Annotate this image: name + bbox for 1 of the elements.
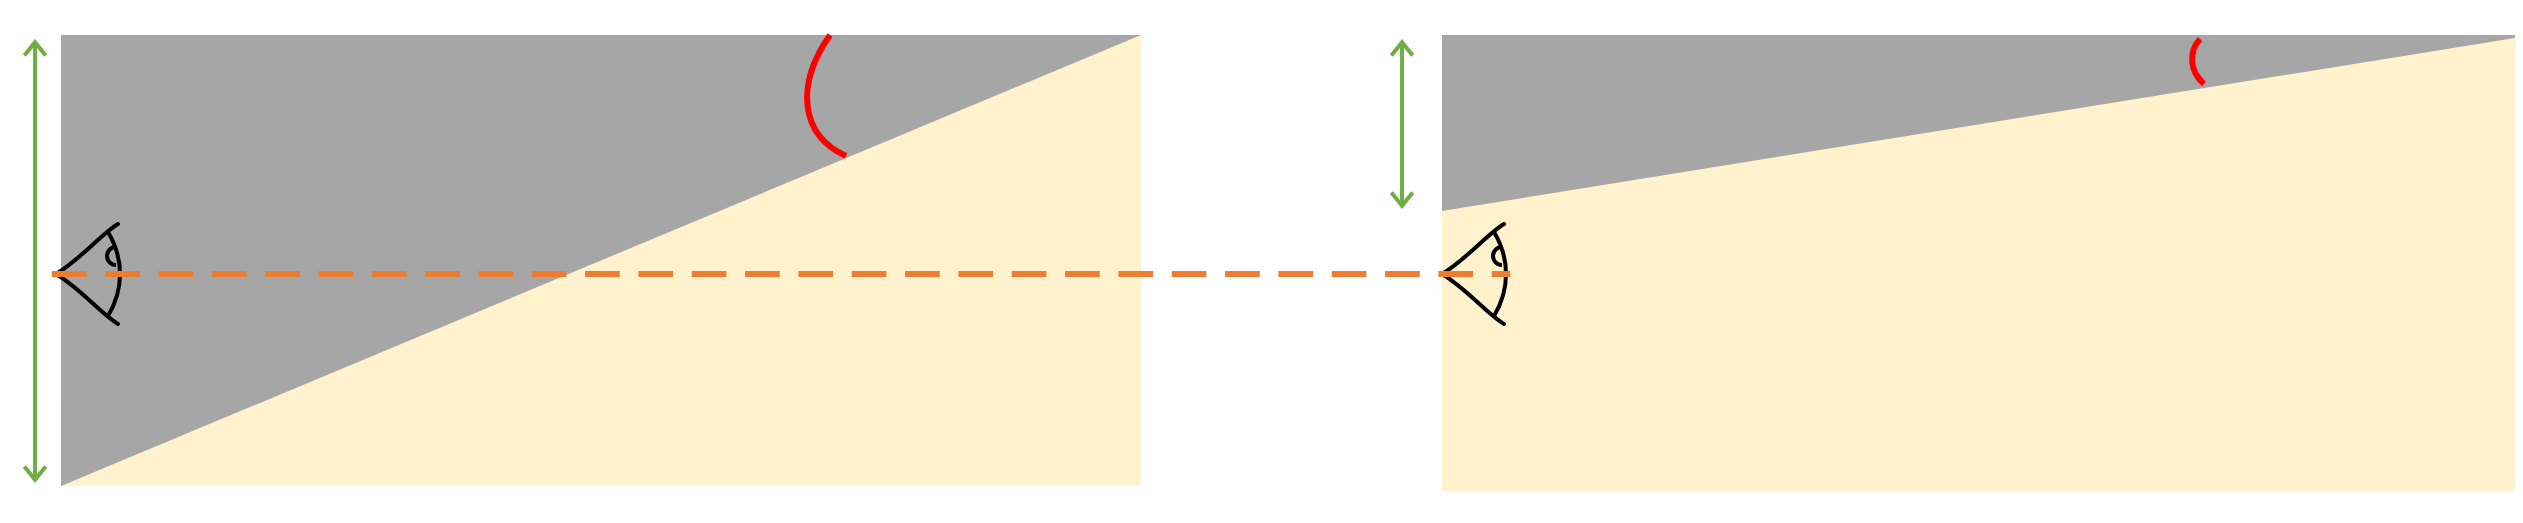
sight-line <box>51 271 1511 277</box>
